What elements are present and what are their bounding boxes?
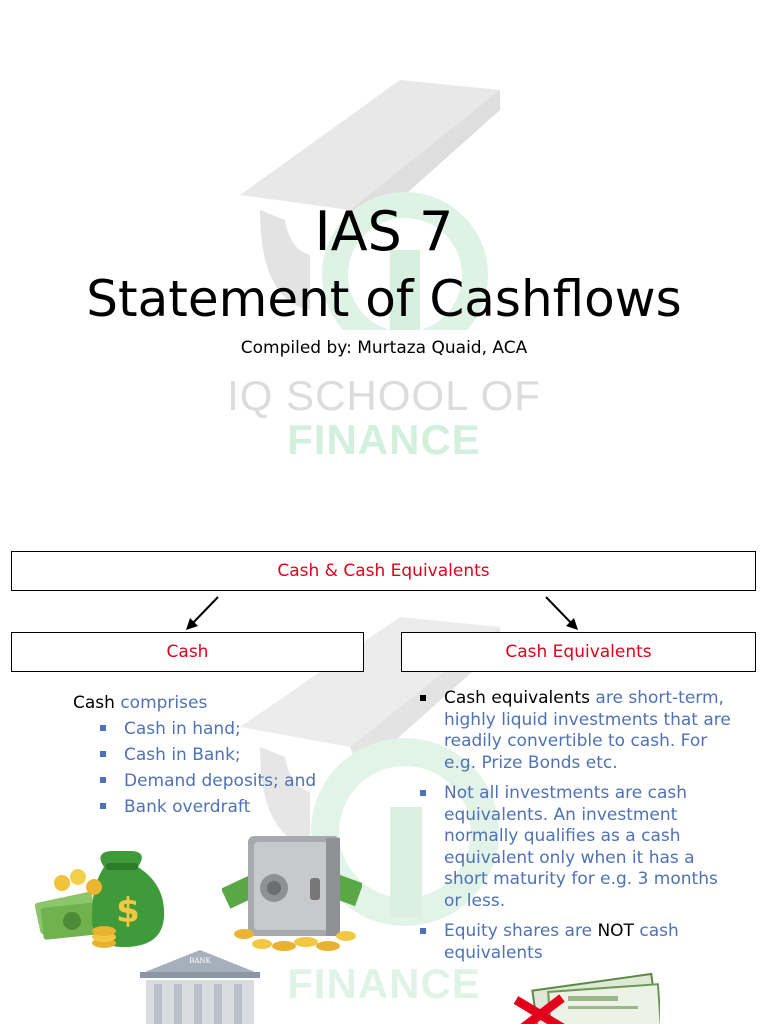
slide-subtitle: Compiled by: Murtaza Quaid, ACA bbox=[240, 338, 528, 358]
watermark-finance: FINANCE bbox=[287, 416, 481, 463]
svg-text:$: $ bbox=[116, 891, 140, 931]
arrow-right-icon bbox=[545, 596, 575, 627]
cash-intro-rest: comprises bbox=[114, 693, 208, 713]
cash-box-label: Cash bbox=[166, 642, 209, 662]
cash-and-equivalents-box: Cash & Cash Equivalents bbox=[11, 551, 756, 591]
cash-equivalents-box: Cash Equivalents bbox=[401, 632, 756, 672]
cash-box: Cash bbox=[11, 632, 364, 672]
cash-intro-bold: Cash bbox=[73, 693, 115, 713]
watermark-finance: FINANCE bbox=[287, 960, 481, 1007]
watermark-school-name: IQ SCHOOL OF bbox=[227, 372, 541, 419]
cash-equivalents-slide: FINANCE Cash & Cash Equivalents Cash Cas… bbox=[0, 512, 768, 1024]
slide-title-line-1: IAS 7 bbox=[314, 200, 454, 263]
list-item: Cash in hand; bbox=[100, 716, 316, 742]
list-item: Cash in Bank; bbox=[100, 742, 316, 768]
equivalents-definition: Cash equivalents are short-term, highly … bbox=[420, 688, 740, 774]
eq-box-label: Cash Equivalents bbox=[505, 642, 652, 662]
equity-shares-note: Equity shares are NOT cash equivalents bbox=[420, 921, 740, 964]
arrow-left-icon bbox=[189, 596, 219, 627]
eq1-rest: are short-term, highly liquid investment… bbox=[444, 688, 731, 773]
list-item: Demand deposits; and bbox=[100, 768, 316, 794]
share-certificates-crossed-icon bbox=[513, 972, 660, 1024]
bank-sign: BANK bbox=[189, 957, 211, 965]
slide-title-line-2: Statement of Cashflows bbox=[86, 270, 682, 328]
eq3-not: NOT bbox=[597, 921, 634, 941]
cash-items-list: Cash in hand; Cash in Bank; Demand depos… bbox=[100, 716, 316, 820]
title-slide: IQ SCHOOL OF FINANCE IAS 7 Statement of … bbox=[86, 80, 682, 463]
top-box-label: Cash & Cash Equivalents bbox=[277, 561, 490, 581]
equivalents-maturity-note: Not all investments are cash equivalents… bbox=[420, 783, 740, 912]
safe-icon bbox=[222, 836, 362, 951]
cash-intro: Cash comprises bbox=[73, 692, 207, 714]
bank-building-icon bbox=[140, 950, 260, 1024]
branch-arrows bbox=[186, 596, 578, 630]
money-bag-icon: $ bbox=[34, 851, 165, 948]
list-item: Bank overdraft bbox=[100, 794, 316, 820]
eq1-bold: Cash equivalents bbox=[444, 688, 591, 708]
